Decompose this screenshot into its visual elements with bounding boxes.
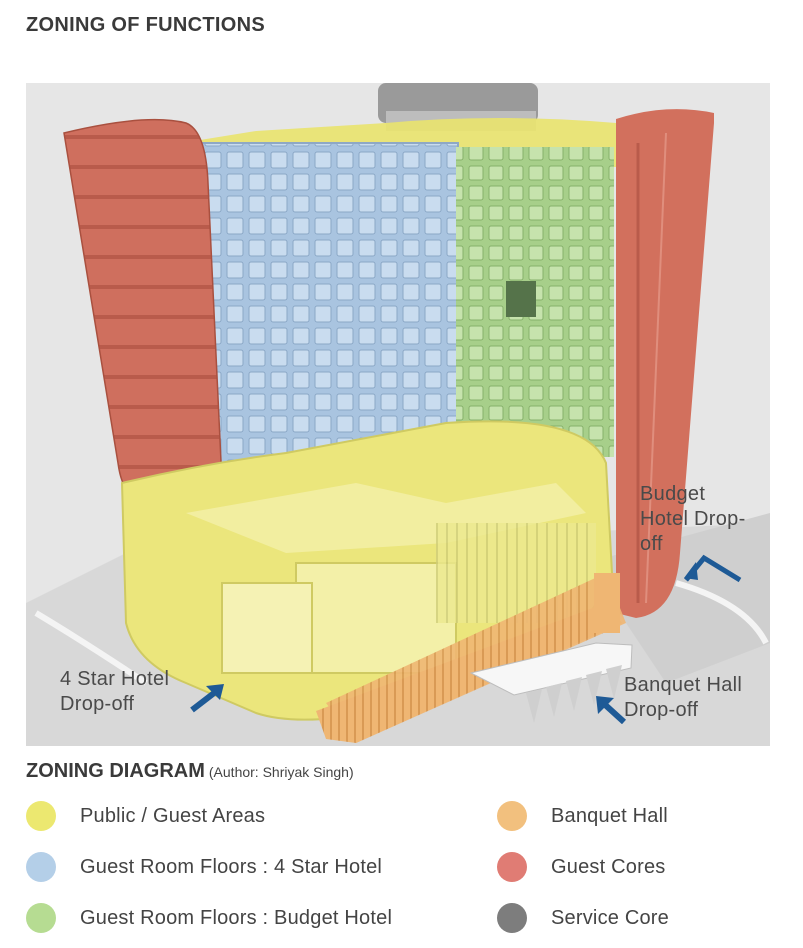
- legend-item-banquet-hall: Banquet Hall: [497, 801, 668, 831]
- legend-label: Guest Room Floors : 4 Star Hotel: [80, 855, 383, 878]
- banquet-hall-dropoff-label: Banquet Hall Drop-off: [624, 674, 743, 721]
- legend-label: Guest Cores: [551, 855, 666, 878]
- budget-dropoff-arrow-icon: [684, 554, 742, 583]
- budget-hotel-dropoff-label: Budget Hotel Drop- off: [640, 483, 746, 555]
- four-star-hotel-dropoff-label: 4 Star Hotel Drop-off: [60, 668, 170, 715]
- legend-swatch-yellow: [26, 801, 56, 831]
- legend-swatch-red: [497, 852, 527, 882]
- legend-item-service-core: Service Core: [497, 903, 669, 933]
- legend-item-4-star-hotel: Guest Room Floors : 4 Star Hotel: [26, 852, 382, 882]
- legend-label: Banquet Hall: [551, 804, 668, 827]
- legend-swatch-orange: [497, 801, 527, 831]
- legend-label: Service Core: [551, 906, 669, 929]
- legend-swatch-grey: [497, 903, 527, 933]
- subtitle-author: (Author: Shriyak Singh): [208, 764, 354, 780]
- subtitle-main: ZONING DIAGRAM: [26, 760, 205, 782]
- legend-item-budget-hotel: Guest Room Floors : Budget Hotel: [26, 903, 392, 933]
- legend-item-guest-cores: Guest Cores: [497, 852, 665, 882]
- legend-item-public-guest-areas: Public / Guest Areas: [26, 801, 265, 831]
- legend-label: Public / Guest Areas: [80, 804, 266, 827]
- legend-label: Guest Room Floors : Budget Hotel: [80, 906, 393, 929]
- page-title: ZONING OF FUNCTIONS: [26, 14, 266, 36]
- zoning-diagram-image: [26, 83, 770, 746]
- legend-swatch-green: [26, 903, 56, 933]
- banquet-dropoff-arrow-icon: [596, 696, 627, 724]
- diagram-subtitle: ZONING DIAGRAM(Author: Shriyak Singh): [26, 760, 354, 783]
- legend-swatch-blue: [26, 852, 56, 882]
- four-star-dropoff-arrow-icon: [190, 684, 224, 713]
